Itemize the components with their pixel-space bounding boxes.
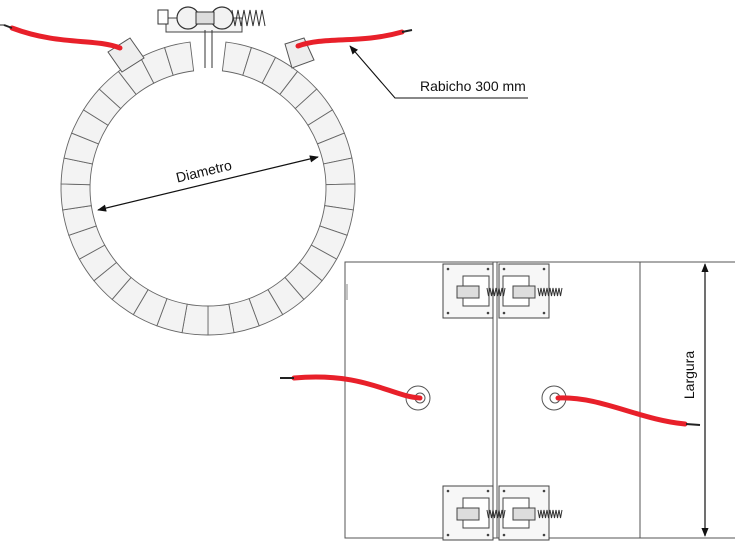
clamp-screw-thread — [486, 287, 506, 297]
clamp-screw-thread — [537, 509, 563, 519]
right-lead-wire — [295, 29, 405, 49]
screw-clamp-icon — [442, 485, 494, 541]
left-terminal — [0, 24, 145, 73]
flat-clamps — [442, 263, 563, 541]
screw-clamp-icon — [498, 485, 550, 541]
clamp-screw-thread — [486, 509, 506, 519]
diameter-label: Diametro — [174, 157, 233, 186]
wire-terminal-icon — [541, 385, 701, 427]
left-lead-wire — [9, 25, 123, 51]
ring-segments — [60, 41, 356, 336]
right-terminal — [284, 29, 413, 69]
ring-segment — [164, 41, 195, 76]
clamp-screw-thread — [537, 287, 563, 297]
width-label: Largura — [681, 351, 697, 399]
flat-view: Largura — [280, 261, 735, 541]
ring-view: Diametro Rabicho 300 mm — [0, 6, 528, 336]
flat-left-lead-wire — [291, 374, 423, 401]
lead-label: Rabicho 300 mm — [420, 78, 526, 94]
flat-right-lead-wire — [555, 395, 688, 427]
screw-clamp-icon — [157, 6, 266, 68]
wire-terminal-icon — [280, 374, 431, 411]
diameter-dimension-line — [97, 155, 319, 212]
ring-segment — [207, 303, 235, 336]
ring-segment — [60, 183, 92, 211]
lead-leader-line — [349, 45, 528, 99]
screw-clamp-icon — [442, 263, 494, 319]
